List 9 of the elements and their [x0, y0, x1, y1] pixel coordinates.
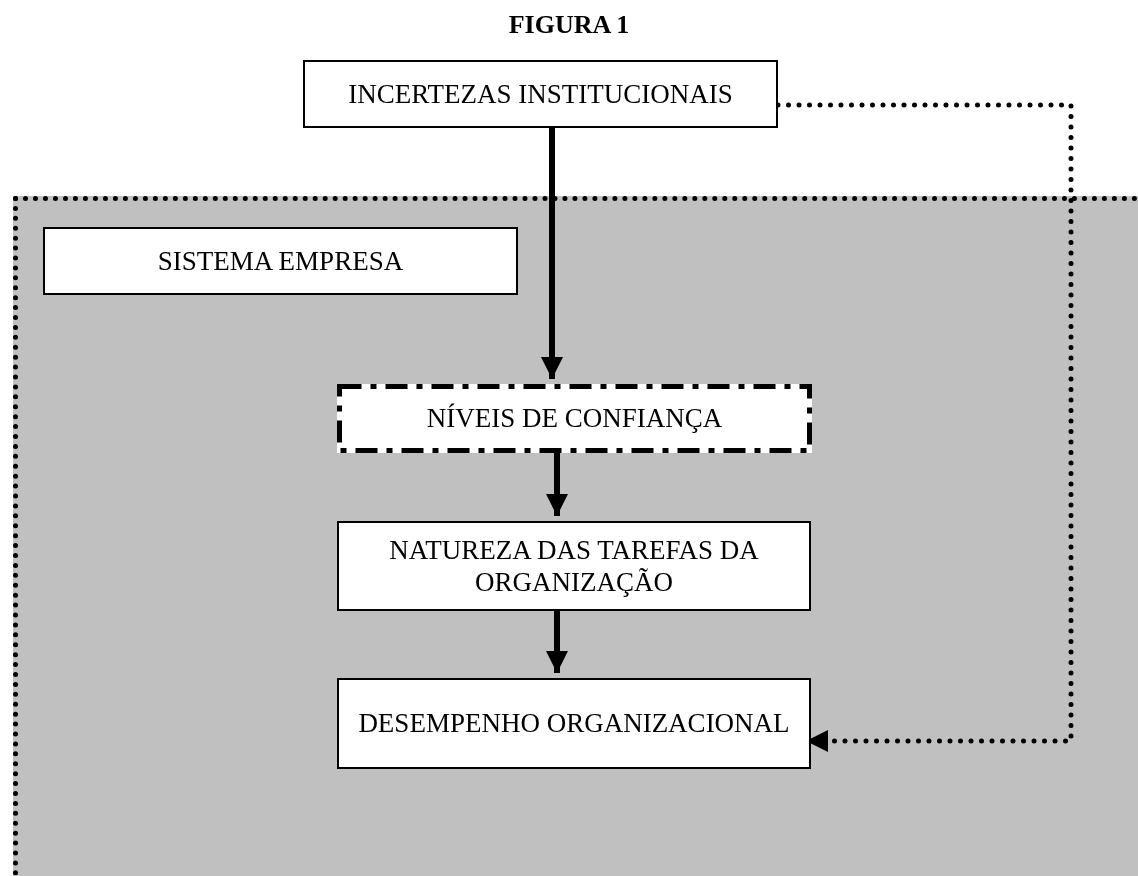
- system-region: [13, 196, 1138, 876]
- arrow: [775, 102, 1074, 752]
- process-box: INCERTEZAS INSTITUCIONAIS: [303, 60, 778, 128]
- figure-title: FIGURA 1: [507, 10, 631, 40]
- process-box: NATUREZA DAS TAREFAS DA ORGANIZAÇÃO: [337, 521, 811, 611]
- process-box: SISTEMA EMPRESA: [43, 227, 518, 295]
- process-box: NÍVEIS DE CONFIANÇA: [337, 384, 812, 453]
- arrow: [541, 128, 563, 379]
- process-box: DESEMPENHO ORGANIZACIONAL: [337, 678, 811, 769]
